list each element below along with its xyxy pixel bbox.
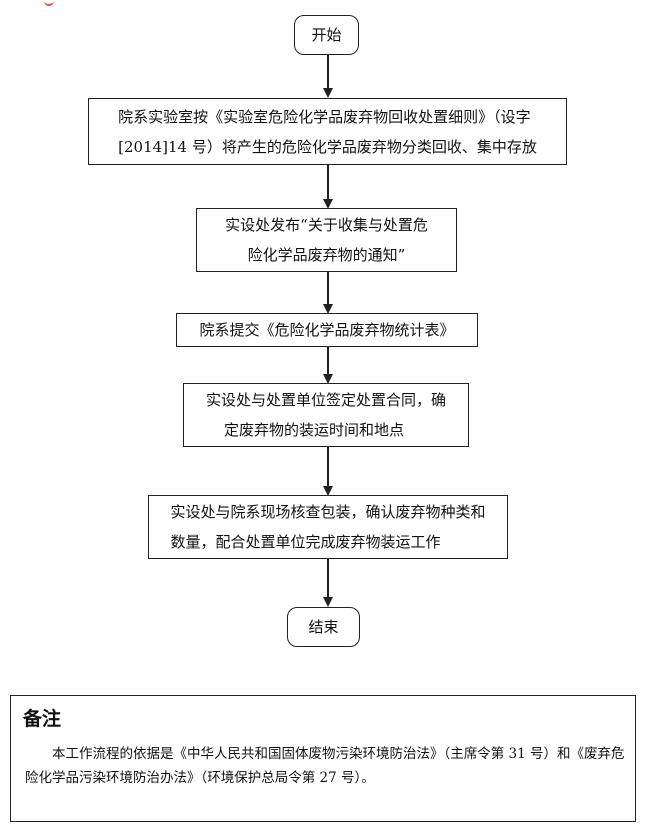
step-5-line-1: 实设处与院系现场核查包装，确认废弃物种类和 xyxy=(170,503,486,521)
start-node: 开始 xyxy=(294,15,359,55)
step-5-line-2: 数量，配合处置单位完成废弃物装运工作 xyxy=(170,533,441,551)
corner-mark xyxy=(44,0,54,6)
step-1-line-1: 院系实验室按《实验室危险化学品废弃物回收处置细则》（设字 xyxy=(118,107,531,126)
end-node: 结束 xyxy=(287,607,360,647)
step-2-line-1: 实设处发布“关于收集与处置危 xyxy=(225,216,428,234)
step-4-box: 实设处与处置单位签定处置合同，确 定废弃物的装运时间和地点 xyxy=(183,383,469,447)
step-3-box: 院系提交《危险化学品废弃物统计表》 xyxy=(176,313,478,347)
step-5-box: 实设处与院系现场核查包装，确认废弃物种类和 数量，配合处置单位完成废弃物装运工作 xyxy=(148,495,508,559)
step-4-line-2: 定废弃物的装运时间和地点 xyxy=(223,421,404,439)
step-1-line-2: [2014]14 号）将产生的危险化学品废弃物分类回收、集中存放 xyxy=(118,137,537,156)
step-4-line-1: 实设处与处置单位签定处置合同，确 xyxy=(205,391,446,409)
step-4-text: 实设处与处置单位签定处置合同，确 定废弃物的装运时间和地点 xyxy=(206,385,446,445)
flow-connectors xyxy=(323,55,333,607)
start-label: 开始 xyxy=(311,26,342,44)
notes-body: 本工作流程的依据是《中华人民共和国固体废物污染环境防治法》（主席令第 31 号）… xyxy=(25,746,625,786)
step-2-box: 实设处发布“关于收集与处置危 险化学品废弃物的通知” xyxy=(196,208,457,272)
end-label: 结束 xyxy=(308,618,339,636)
step-1-box: 院系实验室按《实验室危险化学品废弃物回收处置细则》（设字 [2014]14 号）… xyxy=(88,98,567,165)
step-1-text: 院系实验室按《实验室危险化学品废弃物回收处置细则》（设字 [2014]14 号）… xyxy=(118,102,537,162)
notes-title: 备注 xyxy=(23,708,62,730)
notes-box: 备注 本工作流程的依据是《中华人民共和国固体废物污染环境防治法》（主席令第 31… xyxy=(10,695,636,822)
step-2-line-2: 险化学品废弃物的通知” xyxy=(247,246,406,264)
step-3-line-1: 院系提交《危险化学品废弃物统计表》 xyxy=(199,321,455,339)
step-2-text: 实设处发布“关于收集与处置危 险化学品废弃物的通知” xyxy=(225,210,428,270)
step-5-text: 实设处与院系现场核查包装，确认废弃物种类和 数量，配合处置单位完成废弃物装运工作 xyxy=(170,497,485,557)
